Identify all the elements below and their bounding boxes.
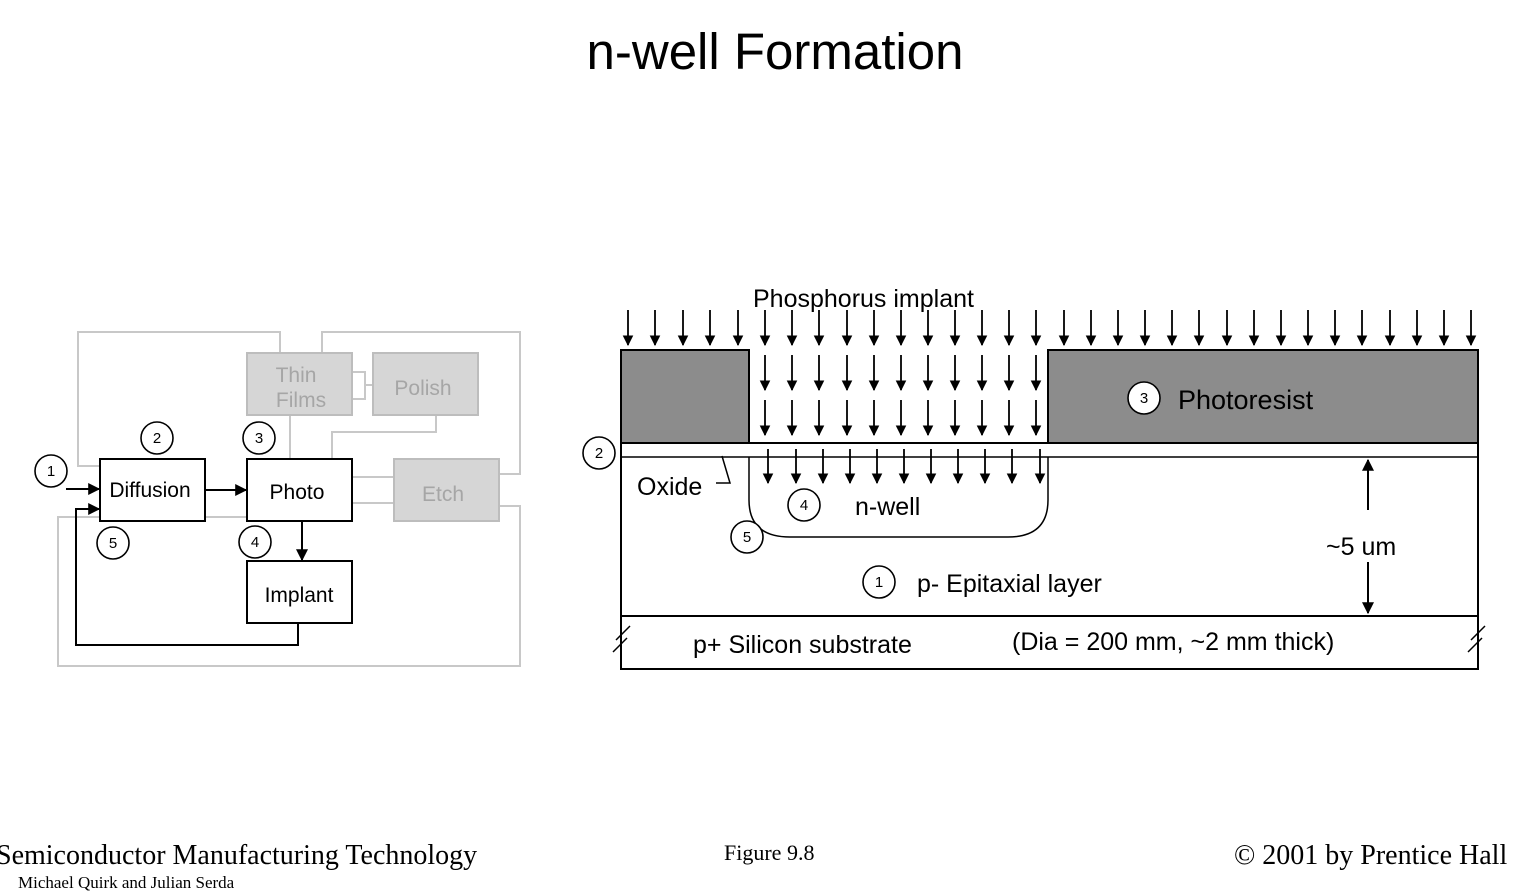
- arrow-implant-diffusion: [75, 503, 299, 646]
- nwell-label: n-well: [855, 493, 920, 521]
- xs-step-3-circle: [1127, 381, 1161, 415]
- footer-copyright: © 2001 by Prentice Hall: [1234, 840, 1508, 871]
- flow-step-2: 2: [153, 430, 161, 447]
- implant-label: Implant: [265, 584, 334, 607]
- photoresist-left: [620, 349, 750, 444]
- xs-step-2-circle: [582, 436, 616, 470]
- substrate-label: p+ Silicon substrate: [693, 631, 912, 659]
- footer-authors: Michael Quirk and Julian Serda: [18, 873, 235, 892]
- xs-step-4-circle: [787, 488, 821, 522]
- flow-step-1-circle: [34, 454, 68, 488]
- flow-step-4: 4: [251, 534, 259, 551]
- thin-films-box: [246, 352, 353, 416]
- diffusion-box: [99, 458, 206, 522]
- thin-films-label-2: Films: [276, 389, 326, 412]
- nwell-region: [748, 457, 1049, 538]
- thin-films-label-1: Thin: [276, 364, 317, 387]
- oxide-leader: [716, 455, 732, 484]
- break-marks: [612, 625, 1486, 653]
- footer-book-title: Semiconductor Manufacturing Technology: [0, 840, 478, 871]
- flow-step-4-circle: [238, 525, 272, 559]
- flow-step-5: 5: [109, 535, 117, 552]
- xs-step-5-circle: [730, 520, 764, 554]
- etch-label: Etch: [422, 483, 464, 506]
- flow-step-3-circle: [242, 421, 276, 455]
- implant-arrows: [622, 310, 1477, 485]
- cross-section-diagram: Phosphorus implant Photoresist Oxide n-w…: [582, 285, 1486, 670]
- oxide-label: Oxide: [637, 473, 702, 501]
- thickness-label: ~5 um: [1326, 533, 1396, 561]
- photo-label: Photo: [270, 481, 325, 504]
- photoresist-label: Photoresist: [1178, 385, 1314, 415]
- flow-step-2-circle: [140, 421, 174, 455]
- footer-figure-number: Figure 9.8: [724, 840, 815, 865]
- flow-step-1: 1: [47, 463, 55, 480]
- epi-label: p- Epitaxial layer: [917, 570, 1102, 598]
- process-flow-diagram: Thin Films Polish Etch Diffusion Photo I…: [34, 331, 521, 667]
- substrate-dims-label: (Dia = 200 mm, ~2 mm thick): [1012, 628, 1334, 656]
- inactive-loop-lines: [57, 331, 521, 667]
- photo-box: [246, 458, 353, 522]
- photoresist-right: [1047, 349, 1479, 444]
- slide-title: n-well Formation: [586, 23, 964, 80]
- implant-label: Phosphorus implant: [753, 285, 974, 313]
- polish-label: Polish: [394, 377, 451, 400]
- flow-step-3: 3: [255, 430, 263, 447]
- etch-box: [393, 458, 500, 522]
- xs-step-5: 5: [743, 529, 751, 546]
- xs-step-1-circle: [862, 565, 896, 599]
- implant-box: [246, 560, 353, 624]
- xs-step-3: 3: [1140, 390, 1148, 407]
- xs-step-2: 2: [595, 445, 603, 462]
- diffusion-label: Diffusion: [109, 479, 190, 502]
- xs-step-1: 1: [875, 574, 883, 591]
- flow-step-5-circle: [96, 526, 130, 560]
- xs-step-4: 4: [800, 497, 808, 514]
- polish-box: [372, 352, 479, 416]
